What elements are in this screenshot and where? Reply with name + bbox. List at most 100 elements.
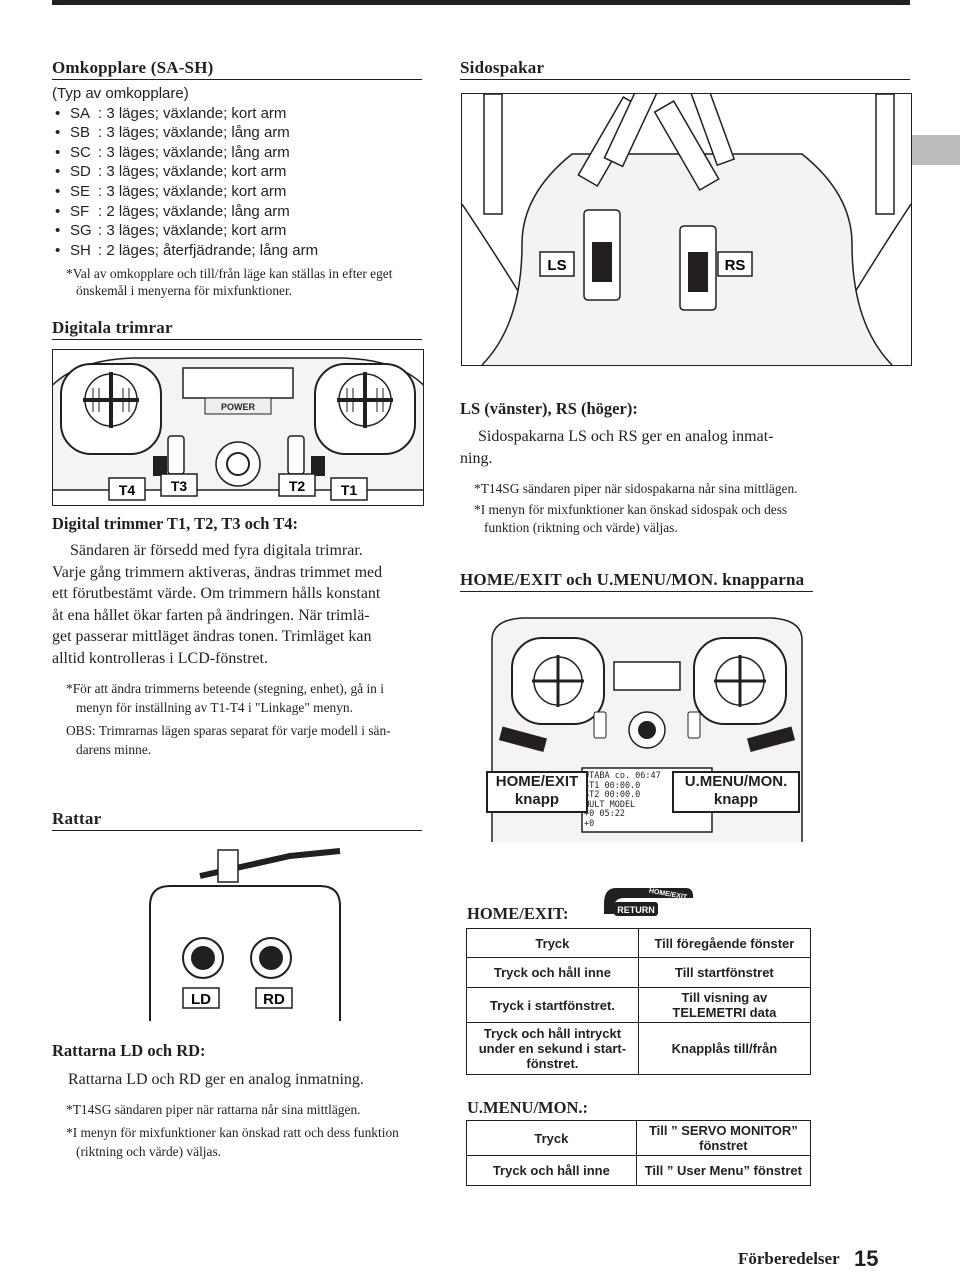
levers-diagram: LS RS bbox=[461, 93, 912, 366]
switches-note-line1: *Val av omkopplare och till/från läge ka… bbox=[66, 266, 393, 281]
transmitter-top-illustration: POWER T4 T3 T2 T1 bbox=[53, 357, 423, 501]
action-cell: Tryck bbox=[466, 1120, 637, 1156]
result-cell: Till ” User Menu” fönstret bbox=[635, 1155, 812, 1186]
trims-note1-line: *För att ändra trimmerns beteende (stegn… bbox=[66, 681, 384, 696]
action-cell: Tryck och håll intryckt under en sekund … bbox=[466, 1022, 639, 1075]
levers-body-line: ning. bbox=[460, 449, 493, 467]
trim-t3-label: T3 bbox=[171, 478, 188, 494]
trims-note2-line: OBS: Trimrarnas lägen sparas separat för… bbox=[66, 723, 391, 738]
home-exit-label: HOME/EXIT: bbox=[467, 904, 569, 923]
lcd-line: +0 05:22 bbox=[584, 809, 625, 819]
levers-body-line: Sidospakarna LS och RS ger en analog inm… bbox=[478, 428, 774, 445]
switch-desc: : 3 läges; växlande; kort arm bbox=[98, 104, 287, 122]
bullet-icon: • bbox=[55, 182, 61, 200]
umenu-mon-label: U.MENU/MON.: bbox=[467, 1098, 588, 1117]
levers-body: Sidospakarna LS och RS ger en analog inm… bbox=[460, 426, 840, 469]
result-cell: Knapplås till/från bbox=[637, 1022, 812, 1075]
knobs-body: Rattarna LD och RD ger en analog inmatni… bbox=[68, 1071, 364, 1088]
power-label: POWER bbox=[221, 402, 256, 412]
switch-code: SD bbox=[70, 163, 91, 181]
knobs-diagram: LD RD bbox=[140, 846, 350, 1021]
page-number: 15 bbox=[854, 1246, 879, 1271]
switches-note: *Val av omkopplare och till/från läge ka… bbox=[66, 265, 446, 299]
lcd-screen: UTABA co. 06:47 ST1 00:00.0 ST2 00:00.0 … bbox=[584, 771, 710, 829]
umenu-mon-callout-line: U.MENU/MON. bbox=[684, 773, 788, 790]
top-rule bbox=[52, 0, 910, 5]
levers-note2-line: funktion (riktning och värde) väljas. bbox=[484, 520, 678, 535]
trims-diagram: POWER T4 T3 T2 T1 bbox=[52, 349, 424, 506]
umenu-mon-callout-line: knapp bbox=[713, 791, 759, 808]
section-tab bbox=[912, 135, 960, 165]
lever-ls-label: LS bbox=[547, 257, 566, 274]
return-icon: HOME/EXIT RETURN bbox=[604, 888, 693, 916]
result-cell: Till visning av TELEMETRI data bbox=[637, 987, 812, 1023]
umenu-mon-callout: U.MENU/MON. knapp bbox=[672, 771, 800, 813]
bullet-icon: • bbox=[55, 143, 61, 161]
switch-desc: : 2 läges; återfjädrande; lång arm bbox=[98, 241, 319, 259]
switch-list-item: •SF: 2 läges; växlande; lång arm bbox=[52, 202, 318, 222]
switches-heading: Omkopplare (SA-SH) bbox=[52, 58, 422, 80]
trims-subheading: Digital trimmer T1, T2, T3 och T4: bbox=[52, 514, 298, 533]
trims-note2: OBS: Trimrarnas lägen sparas separat för… bbox=[66, 722, 438, 759]
levers-note2-line: *I menyn för mixfunktioner kan önskad si… bbox=[474, 502, 788, 517]
trim-t1-label: T1 bbox=[341, 482, 358, 498]
levers-note2: *I menyn för mixfunktioner kan önskad si… bbox=[474, 501, 787, 537]
bullet-icon: • bbox=[55, 202, 61, 220]
switch-list-item: •SA: 3 läges; växlande; kort arm bbox=[52, 104, 318, 124]
trims-body-line: Varje gång trimmern aktiveras, ändras tr… bbox=[52, 563, 383, 581]
trims-note2-line: darens minne. bbox=[76, 741, 152, 757]
trims-body-line: Sändaren är försedd med fyra digitala tr… bbox=[70, 542, 363, 559]
switch-desc: : 3 läges; växlande; kort arm bbox=[98, 182, 287, 200]
trims-body-line: åt ena hållet ökar farten på ändringen. … bbox=[52, 606, 370, 624]
lcd-line: UTABA co. 06:47 bbox=[584, 771, 661, 781]
switch-code: SE bbox=[70, 182, 91, 200]
trims-body-line: get passerar mittläget ändras tonen. Tri… bbox=[52, 628, 372, 645]
switch-code: SA bbox=[70, 104, 91, 122]
bullet-icon: • bbox=[55, 241, 61, 259]
switches-note-line2: önskemål i menyerna för mixfunktioner. bbox=[76, 283, 293, 298]
trims-note1-line: menyn för inställning av T1-T4 i "Linkag… bbox=[76, 699, 353, 715]
switch-list-intro: (Typ av omkopplare) bbox=[52, 85, 189, 102]
levers-heading: Sidospakar bbox=[460, 58, 910, 80]
table-row: Tryck och håll intryckt under en sekund … bbox=[466, 1022, 812, 1075]
knob-rd-label: RD bbox=[263, 991, 285, 1008]
switch-code: SF bbox=[70, 202, 90, 220]
switch-list-item: •SD: 3 läges; växlande; kort arm bbox=[52, 162, 318, 182]
trims-note1: *För att ändra trimmerns beteende (stegn… bbox=[66, 680, 438, 717]
knobs-subheading: Rattarna LD och RD: bbox=[52, 1041, 206, 1060]
action-cell: Tryck bbox=[466, 928, 639, 958]
home-exit-callout-line: HOME/EXIT bbox=[495, 773, 579, 790]
knobs-heading-rule bbox=[52, 830, 422, 831]
trims-body-line: alltid kontrolleras i LCD-fönstret. bbox=[52, 649, 268, 667]
lcd-line: ST2 00:00.0 bbox=[584, 790, 641, 800]
action-cell: Tryck och håll inne bbox=[466, 957, 639, 988]
switch-desc: : 3 läges; växlande; kort arm bbox=[98, 222, 287, 240]
result-cell: Till föregående fönster bbox=[637, 928, 812, 958]
switch-code: SG bbox=[70, 222, 92, 240]
action-cell: Tryck och håll inne bbox=[466, 1155, 637, 1186]
switch-desc: : 3 läges; växlande; lång arm bbox=[98, 124, 290, 142]
return-icon-text: RETURN bbox=[617, 905, 655, 915]
home-exit-return-icon: HOME/EXIT RETURN bbox=[598, 884, 694, 918]
switch-list-item: •SB: 3 läges; växlande; lång arm bbox=[52, 123, 318, 143]
trim-t4-label: T4 bbox=[119, 482, 136, 498]
result-cell: Till ” SERVO MONITOR” fönstret bbox=[635, 1120, 812, 1156]
knobs-illustration: LD RD bbox=[149, 848, 341, 1021]
trims-heading: Digitala trimrar bbox=[52, 318, 422, 340]
switch-desc: : 3 läges; växlande; lång arm bbox=[98, 143, 290, 161]
side-levers-illustration: LS RS bbox=[462, 94, 911, 365]
home-exit-callout: HOME/EXIT knapp bbox=[486, 771, 588, 813]
switch-code: SB bbox=[70, 124, 91, 142]
lcd-line: +0 bbox=[584, 818, 595, 829]
result-cell: Till startfönstret bbox=[637, 957, 812, 988]
switch-list-item: • SG : 3 läges; växlande; kort arm bbox=[52, 221, 318, 241]
bullet-icon: • bbox=[55, 222, 61, 240]
knobs-note2-line: (riktning och värde) väljas. bbox=[76, 1143, 222, 1159]
lcd-line: ST1 00:00.0 bbox=[584, 780, 641, 791]
action-cell: Tryck i startfönstret. bbox=[466, 987, 639, 1023]
knobs-note2: *I menyn för mixfunktioner kan önskad ra… bbox=[66, 1124, 399, 1161]
switch-list: (Typ av omkopplare) • SA : 3 läges; växlan… bbox=[52, 84, 318, 260]
switch-code: SC bbox=[70, 143, 91, 161]
bullet-icon: • bbox=[55, 163, 61, 181]
